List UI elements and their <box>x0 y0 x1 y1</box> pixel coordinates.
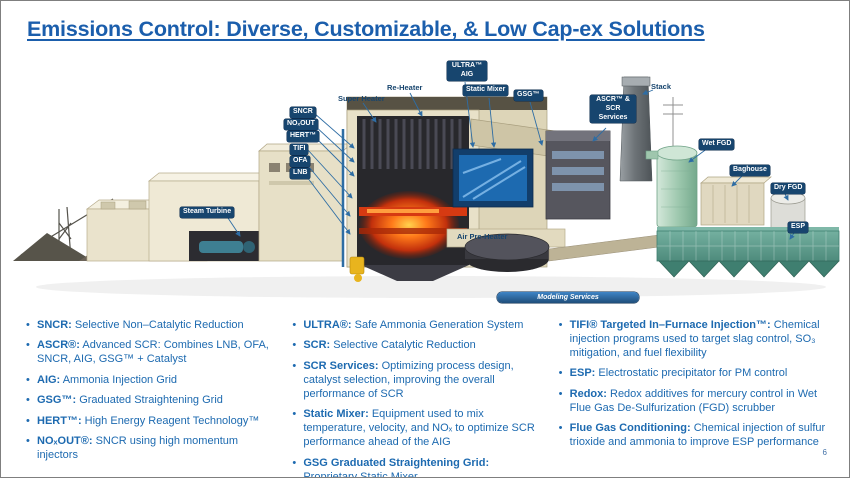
definition-term: NOₓOUT®: <box>37 435 93 448</box>
list-item: HERT™: High Energy Reagent Technology™ <box>25 415 275 429</box>
modeling-services-banner: Modeling Services <box>497 292 639 303</box>
definition-text: Electrostatic precipitator for PM contro… <box>598 367 788 380</box>
list-item: Redox: Redox additives for mercury contr… <box>558 388 833 416</box>
label-hert: HERT™ <box>287 131 320 142</box>
list-item: ESP: Electrostatic precipitator for PM c… <box>558 367 833 381</box>
definition-term: GSG™: <box>37 394 77 407</box>
list-item: SNCR: Selective Non–Catalytic Reduction <box>25 319 275 333</box>
label-wet-fgd: Wet FGD <box>699 139 735 150</box>
list-item: TIFI® Targeted In–Furnace Injection™: Ch… <box>558 319 833 361</box>
label-ultra-aig: ULTRA™ AIG <box>447 61 487 81</box>
definition-text: Selective Non–Catalytic Reduction <box>74 319 244 331</box>
definition-term: SCR: <box>303 339 331 352</box>
list-item: AIG: Ammonia Injection Grid <box>25 374 275 388</box>
definition-text: High Energy Reagent Technology™ <box>84 414 260 427</box>
definitions-section: SNCR: Selective Non–Catalytic Reduction … <box>25 319 833 478</box>
list-item: GSG Graduated Straightening Grid: Propri… <box>291 456 541 478</box>
list-item: Flue Gas Conditioning: Chemical injectio… <box>558 422 833 450</box>
label-gsg: GSG™ <box>514 90 543 101</box>
label-static-mixer: Static Mixer <box>463 85 509 96</box>
definition-term: HERT™: <box>37 414 82 427</box>
label-steam-turbine: Steam Turbine <box>180 207 235 218</box>
definition-text: Chemical injection programs used to targ… <box>569 319 820 359</box>
label-sncr: SNCR <box>290 107 316 118</box>
definition-text: Safe Ammonia Generation System <box>354 319 524 331</box>
label-esp: ESP <box>788 222 809 233</box>
label-stack: Stack <box>651 82 672 91</box>
list-item: SCR: Selective Catalytic Reduction <box>291 339 541 353</box>
label-ascr-scr-services: ASCR™ & SCR Services <box>590 95 636 124</box>
list-item: NOₓOUT®: SNCR using high momentum inject… <box>25 435 275 463</box>
definition-text: Selective Catalytic Reduction <box>333 339 476 352</box>
definitions-column-1: SNCR: Selective Non–Catalytic Reduction … <box>25 319 275 477</box>
definition-term: Flue Gas Conditioning: <box>569 422 691 435</box>
definition-term: Redox: <box>569 387 607 400</box>
label-re-heater: Re-Heater <box>387 83 423 92</box>
definition-term: SCR Services: <box>303 359 379 372</box>
definition-text: Graduated Straightening Grid <box>79 394 223 407</box>
label-air-pre-heater: Air Pre-Heater <box>457 232 508 241</box>
definition-text: Advanced SCR: Combines LNB, OFA, SNCR, A… <box>37 339 269 366</box>
definition-term: TIFI® Targeted In–Furnace Injection™: <box>569 319 771 331</box>
definition-text: Equipment used to mix temperature, veloc… <box>303 408 535 449</box>
label-super-heater: Super Heater <box>338 94 385 103</box>
definition-term: ASCR®: <box>37 339 80 352</box>
list-item: SCR Services: Optimizing process design,… <box>291 360 541 402</box>
definition-term: Static Mixer: <box>303 408 369 421</box>
label-tifi: TIFI <box>290 144 309 155</box>
page-number: 6 <box>822 448 827 457</box>
definition-text: Ammonia Injection Grid <box>62 373 178 386</box>
list-item: Static Mixer: Equipment used to mix temp… <box>291 408 541 450</box>
page-title: Emissions Control: Diverse, Customizable… <box>27 17 705 41</box>
definition-text: Chemical injection of sulfur trioxide an… <box>569 422 826 449</box>
definitions-column-3: TIFI® Targeted In–Furnace Injection™: Ch… <box>558 319 833 477</box>
definition-text: Optimizing process design, catalyst sele… <box>303 359 514 400</box>
definition-text: Proprietary Static Mixer <box>303 470 418 478</box>
list-item: ULTRA®: Safe Ammonia Generation System <box>291 319 541 333</box>
list-item: ASCR®: Advanced SCR: Combines LNB, OFA, … <box>25 339 275 367</box>
label-ofa: OFA <box>290 156 311 167</box>
label-noxout: NOₓOUT <box>284 119 318 130</box>
list-item: GSG™: Graduated Straightening Grid <box>25 394 275 408</box>
label-lnb: LNB <box>290 168 311 179</box>
label-dry-fgd: Dry FGD <box>771 183 806 194</box>
definition-term: GSG Graduated Straightening Grid: <box>303 456 490 469</box>
definition-term: ESP: <box>569 367 596 380</box>
label-baghouse: Baghouse <box>730 165 770 176</box>
definition-text: SNCR using high momentum injectors <box>37 435 239 462</box>
definition-term: AIG: <box>37 373 61 386</box>
definition-term: SNCR: <box>37 319 72 331</box>
definitions-column-2: ULTRA®: Safe Ammonia Generation System S… <box>291 319 541 478</box>
definition-text: Redox additives for mercury control in W… <box>569 387 818 414</box>
definition-term: ULTRA®: <box>303 319 352 331</box>
